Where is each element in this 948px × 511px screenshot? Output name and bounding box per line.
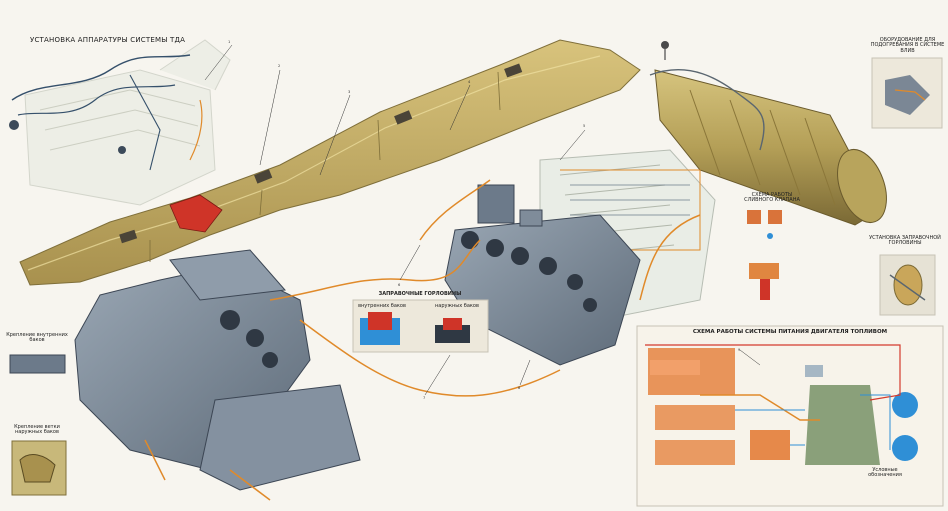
inset-top-right (871, 57, 943, 129)
label-inner-tank: внутренних баков (358, 303, 406, 309)
callout-leaders (204, 44, 761, 396)
engine-ghost-left (24, 39, 231, 206)
label-fuel-scheme: СХЕМА РАБОТЫ СИСТЕМЫ ПИТАНИЯ ДВИГАТЕЛЯ Т… (692, 329, 888, 335)
engine-left-pipes (9, 54, 203, 171)
callout-1: 1 (228, 40, 231, 44)
tank-block-left (74, 249, 361, 491)
callout-4: 4 (468, 80, 471, 84)
callout-8: 8 (518, 386, 521, 390)
filler-neck-inset (352, 299, 489, 353)
label-valve-scheme: СХЕМА РАБОТЫ СЛИВНОГО КЛАПАНА (744, 192, 800, 204)
inset-left (9, 354, 67, 496)
callout-5: 5 (583, 124, 586, 128)
callout-9: 9 (738, 348, 741, 352)
label-inner-tank-mount: Крепление внутренних баков (6, 332, 68, 344)
label-filler-neck-right: УСТАНОВКА ЗАПРАВОЧНОЙ ГОРЛОВИНЫ (869, 235, 941, 247)
cylinder-tank (649, 41, 887, 226)
callout-7: 7 (423, 396, 426, 400)
diagram-title: УСТАНОВКА АППАРАТУРЫ СИСТЕМЫ ТДА (30, 36, 186, 44)
label-legend-title: Условные обозначения (868, 467, 902, 479)
callout-2: 2 (278, 64, 281, 68)
label-outer-tank-mount: Крепление ветки наружных баков (14, 424, 60, 436)
label-outer-tank: наружных баков (435, 303, 479, 309)
label-top-right: ОБОРУДОВАНИЕ ДЛЯ ПОДОГРЕВАНИЯ В СИСТЕМЕ … (870, 37, 945, 54)
fuel-lines (144, 179, 701, 501)
fuel-tank-strip (19, 39, 641, 286)
tank-block-center (444, 184, 641, 366)
fuel-scheme-panel (636, 325, 944, 507)
filler-neck-right (879, 254, 936, 316)
label-filler-necks: ЗАПРАВОЧНЫЕ ГОРЛОВИНЫ (378, 291, 462, 297)
callout-6: 6 (398, 283, 401, 287)
valve-details (747, 210, 782, 300)
callout-3: 3 (348, 90, 351, 94)
